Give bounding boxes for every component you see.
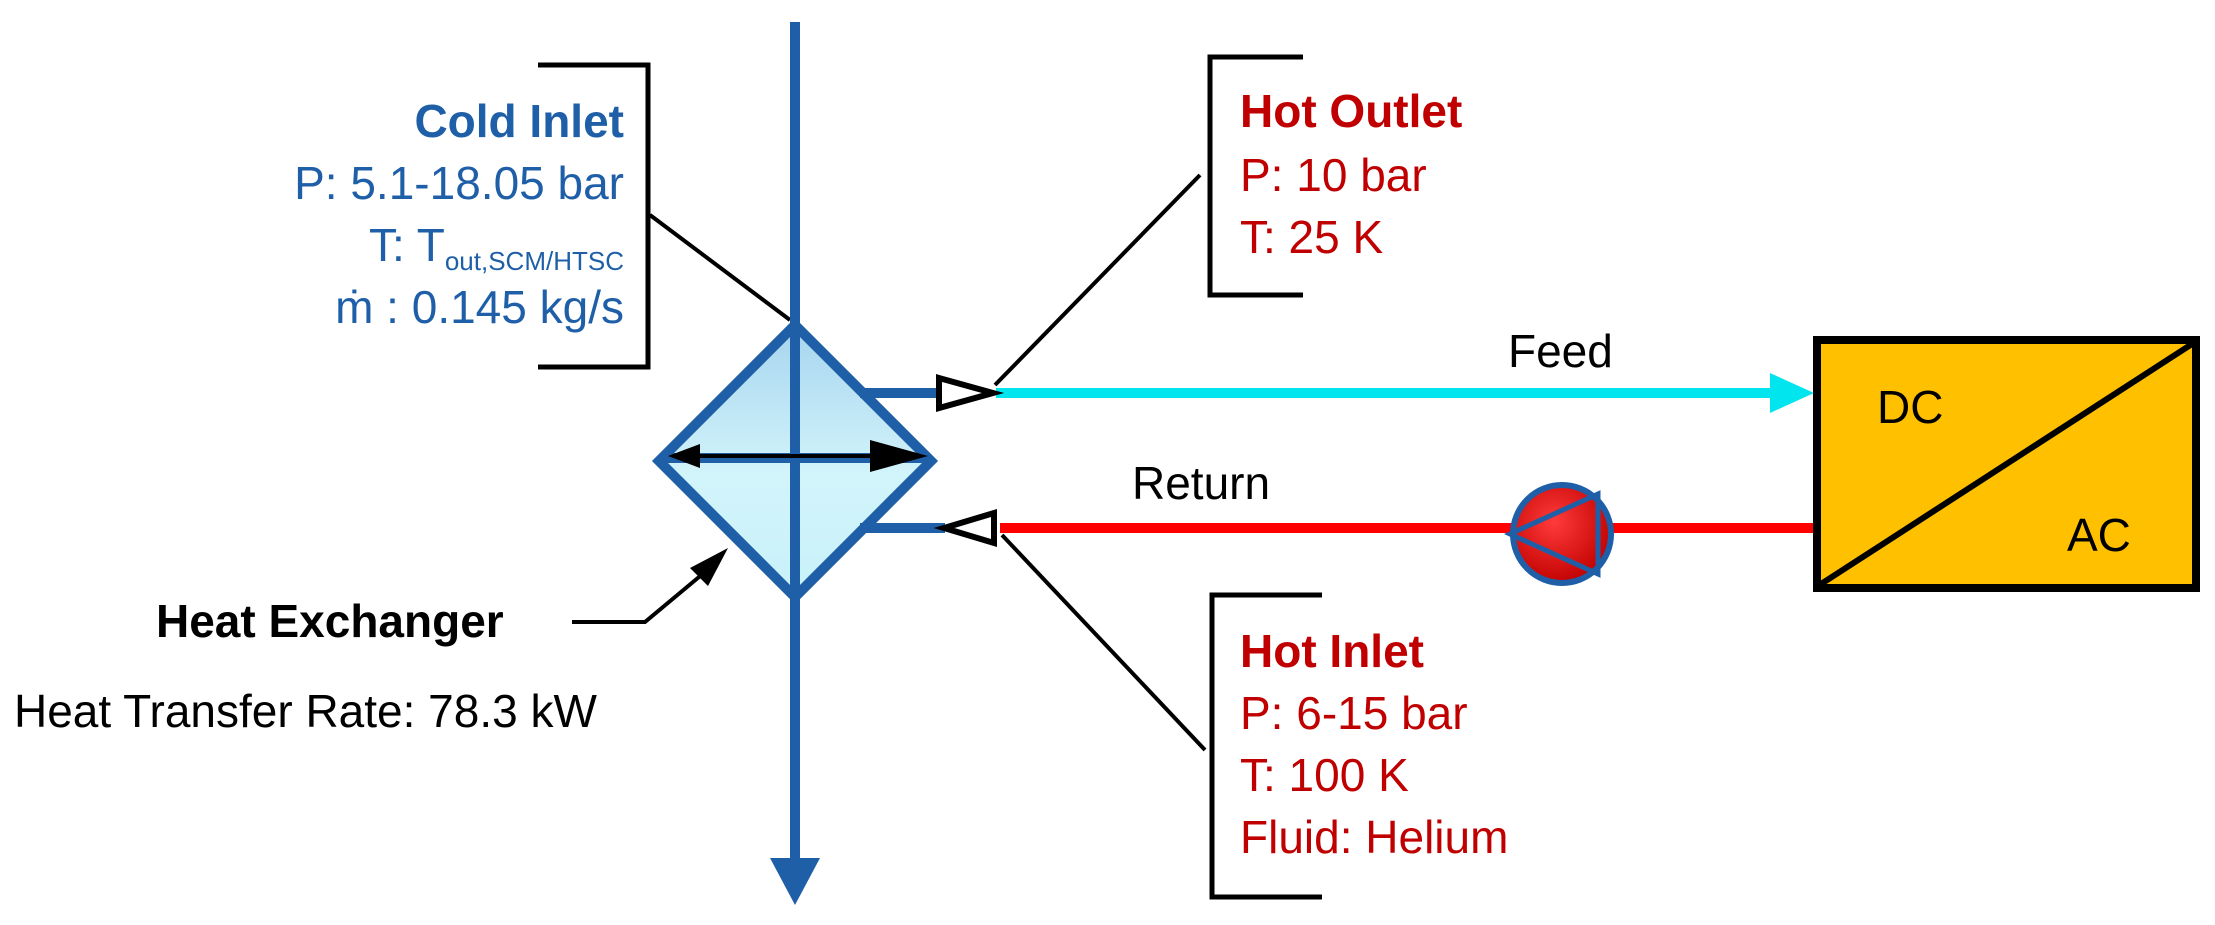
cold-inlet-leader (648, 213, 792, 322)
hot-outlet-pressure: P: 10 bar (1240, 149, 1427, 201)
cold-inlet-bracket (538, 62, 651, 370)
heat-transfer-rate: Heat Transfer Rate: 78.3 kW (14, 685, 597, 737)
hot-outlet-port-arrow (936, 374, 1005, 412)
hot-inlet-fluid: Fluid: Helium (1240, 811, 1509, 863)
heat-exchanger-title: Heat Exchanger (156, 595, 504, 647)
hot-outlet-leader (993, 173, 1202, 387)
feed-arrowhead (1770, 373, 1814, 413)
heat-exchanger-leader (572, 570, 707, 624)
cold-inlet-title: Cold Inlet (414, 95, 624, 147)
converter-dc-label: DC (1877, 381, 1944, 433)
cold-inlet-temperature: T: Tout,SCM/HTSC (369, 219, 624, 274)
cold-inlet-mass-flow: ṁ : 0.145 kg/s (335, 281, 624, 333)
cold-inlet-pressure: P: 5.1-18.05 bar (294, 157, 624, 209)
hot-outlet-title: Hot Outlet (1240, 85, 1463, 137)
cold-inlet-temperature-main: T: T (369, 219, 445, 271)
exchanger-arrow-right (870, 440, 928, 472)
return-label: Return (1132, 457, 1271, 509)
cold-stream-arrowhead (770, 858, 820, 905)
cold-inlet-temperature-subscript: out,SCM/HTSC (444, 246, 624, 276)
converter-diagonal (1819, 341, 2194, 587)
hot-inlet-temperature: T: 100 K (1240, 749, 1409, 801)
hot-inlet-bracket (1209, 592, 1322, 900)
hot-inlet-title: Hot Inlet (1240, 625, 1424, 677)
heat-exchanger-leader-arrowhead (690, 548, 728, 586)
hot-inlet-pressure: P: 6-15 bar (1240, 687, 1468, 739)
pump-triangle (1503, 490, 1601, 578)
feed-label: Feed (1508, 325, 1613, 377)
hot-inlet-port-arrow (933, 508, 997, 548)
hot-outlet-bracket (1207, 54, 1303, 298)
hot-inlet-leader (1000, 533, 1207, 752)
converter-ac-label: AC (2067, 509, 2131, 561)
hot-outlet-temperature: T: 25 K (1240, 211, 1384, 263)
exchanger-arrow-left (668, 444, 700, 468)
